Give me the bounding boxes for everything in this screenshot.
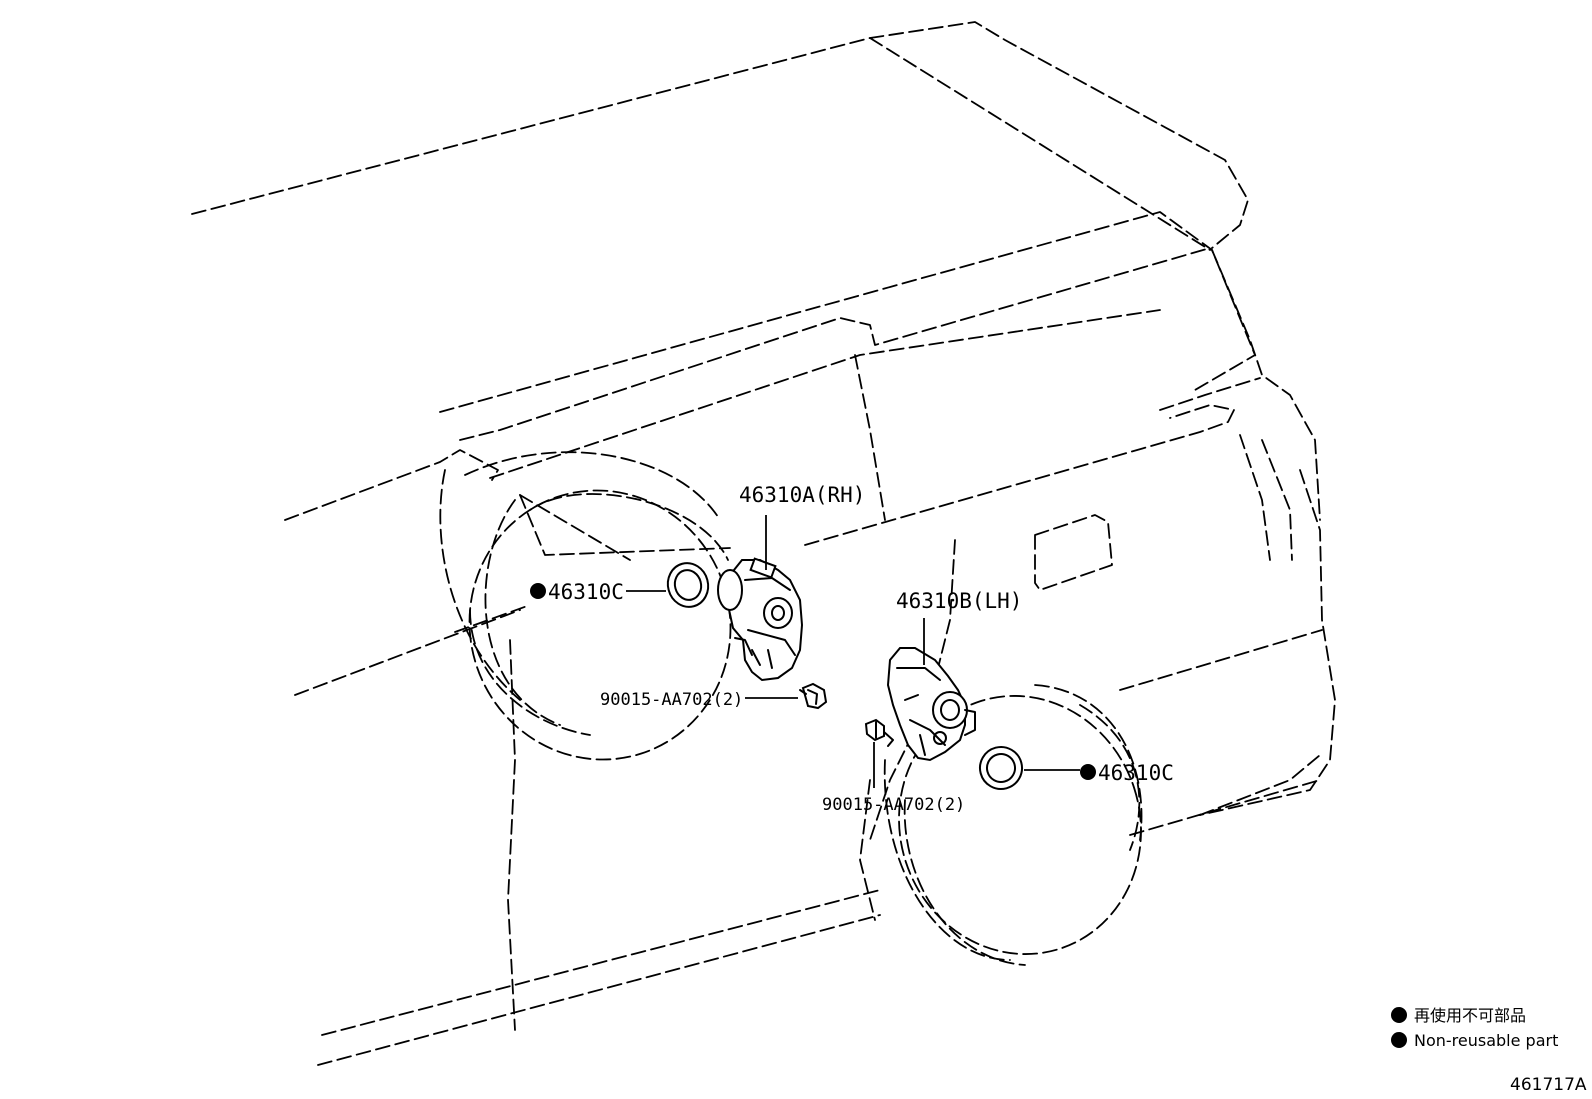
seal-ring-right <box>979 746 1023 790</box>
vehicle-body-outline <box>191 21 1336 1066</box>
figure-number: 461717A <box>1510 1075 1587 1095</box>
leveling-actuator-lh <box>886 647 976 762</box>
callout-seal-right: 46310C <box>1098 761 1174 785</box>
leveling-actuator-rh <box>717 557 804 682</box>
legend-text-en: Non-reusable part <box>1414 1031 1558 1050</box>
non-reusable-mark-left <box>530 583 546 599</box>
callout-seal-left: 46310C <box>548 580 624 604</box>
bolt-lower <box>864 718 894 747</box>
seal-ring-left <box>666 562 710 608</box>
legend-dot-jp <box>1391 1007 1407 1023</box>
non-reusable-mark-right <box>1080 764 1096 780</box>
callout-bolt-lower: 90015-AA702(2) <box>822 795 965 815</box>
leader-lines <box>626 515 1080 788</box>
bolt-upper <box>799 682 828 710</box>
callout-actuator-lh: 46310B(LH) <box>896 589 1022 613</box>
rear-tire-right <box>898 695 1142 966</box>
rear-tire-left <box>468 489 732 761</box>
legend: 再使用不可部品 Non-reusable part <box>1391 1006 1558 1050</box>
legend-dot-en <box>1391 1032 1407 1048</box>
callout-bolt-upper: 90015-AA702(2) <box>600 690 743 710</box>
callout-actuator-rh: 46310A(RH) <box>739 483 865 507</box>
legend-text-jp: 再使用不可部品 <box>1414 1006 1526 1025</box>
